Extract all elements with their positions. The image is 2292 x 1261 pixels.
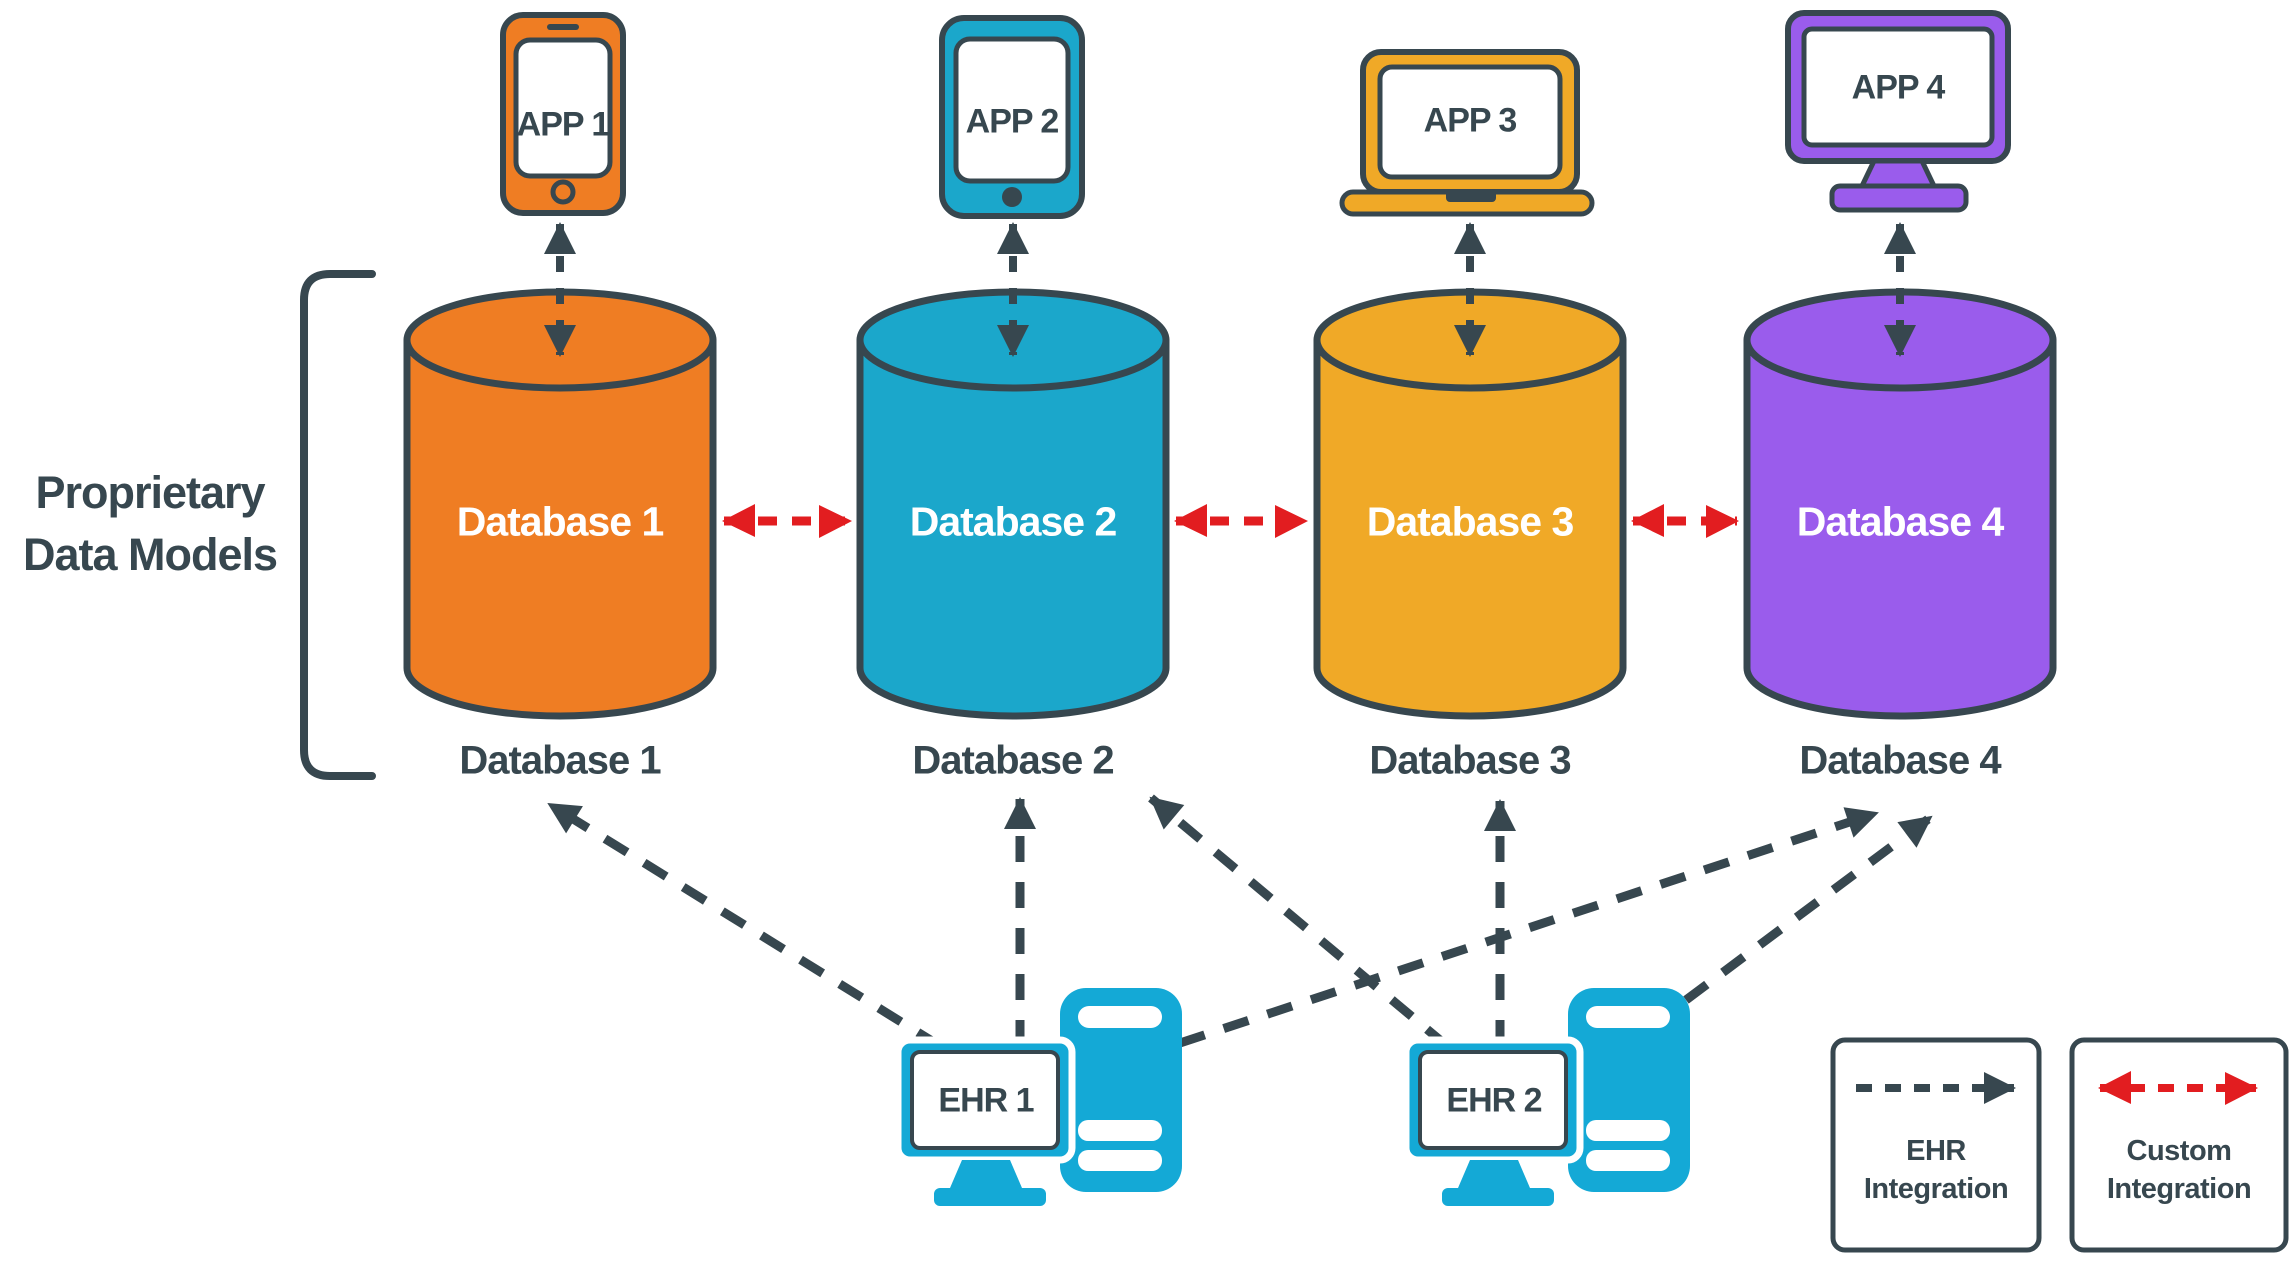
ehr1-to-db4-arrow: [1178, 807, 1879, 1048]
db2-label: Database 2: [909, 498, 1118, 545]
legend-ehr-line2: Integration: [1863, 1173, 2009, 1205]
ehr1-label: EHR 1: [938, 1081, 1034, 1120]
desktop-monitor-icon: [1785, 10, 2011, 213]
db2-caption: Database 2: [912, 738, 1114, 783]
app2-label: APP 2: [965, 102, 1060, 141]
database-3-cylinder-icon: [1313, 288, 1627, 720]
smartphone-icon: [500, 12, 626, 216]
proprietary-data-models-label: Proprietary Data Models: [22, 462, 278, 586]
tablet-icon: [939, 15, 1085, 219]
ehr2-label: EHR 2: [1446, 1081, 1542, 1120]
ehr1-to-db1-arrow: [546, 800, 943, 1050]
legend-ehr-integration: [1830, 1037, 2042, 1253]
legend-custom-label: Custom Integration: [2106, 1132, 2252, 1208]
ehr2-to-db4-arrow: [1683, 813, 1934, 1004]
app1-label: APP 1: [516, 105, 611, 144]
db1-caption: Database 1: [459, 738, 661, 783]
ehr2-workstation-icon: [1402, 988, 1690, 1206]
app4-label: APP 4: [1851, 68, 1946, 107]
legend-custom-line2: Integration: [2106, 1173, 2252, 1205]
laptop-icon: [1339, 49, 1595, 217]
proprietary-line2: Data Models: [22, 529, 278, 580]
db3-label: Database 3: [1366, 498, 1575, 545]
db4-label: Database 4: [1796, 498, 2005, 545]
database-4-cylinder-icon: [1743, 288, 2057, 720]
db3-caption: Database 3: [1369, 738, 1571, 783]
legend-custom-integration: [2069, 1037, 2289, 1253]
proprietary-bracket: [300, 270, 376, 780]
ehr1-workstation-icon: [894, 988, 1182, 1206]
legend-custom-line1: Custom: [2126, 1135, 2232, 1167]
ehr2-to-db2-arrow: [1148, 794, 1450, 1050]
legend-ehr-label: EHR Integration: [1863, 1132, 2009, 1208]
app3-label: APP 3: [1423, 101, 1518, 140]
legend-ehr-line1: EHR: [1906, 1135, 1966, 1167]
db4-caption: Database 4: [1799, 738, 2001, 783]
db1-label: Database 1: [456, 498, 665, 545]
proprietary-line1: Proprietary: [35, 467, 265, 518]
